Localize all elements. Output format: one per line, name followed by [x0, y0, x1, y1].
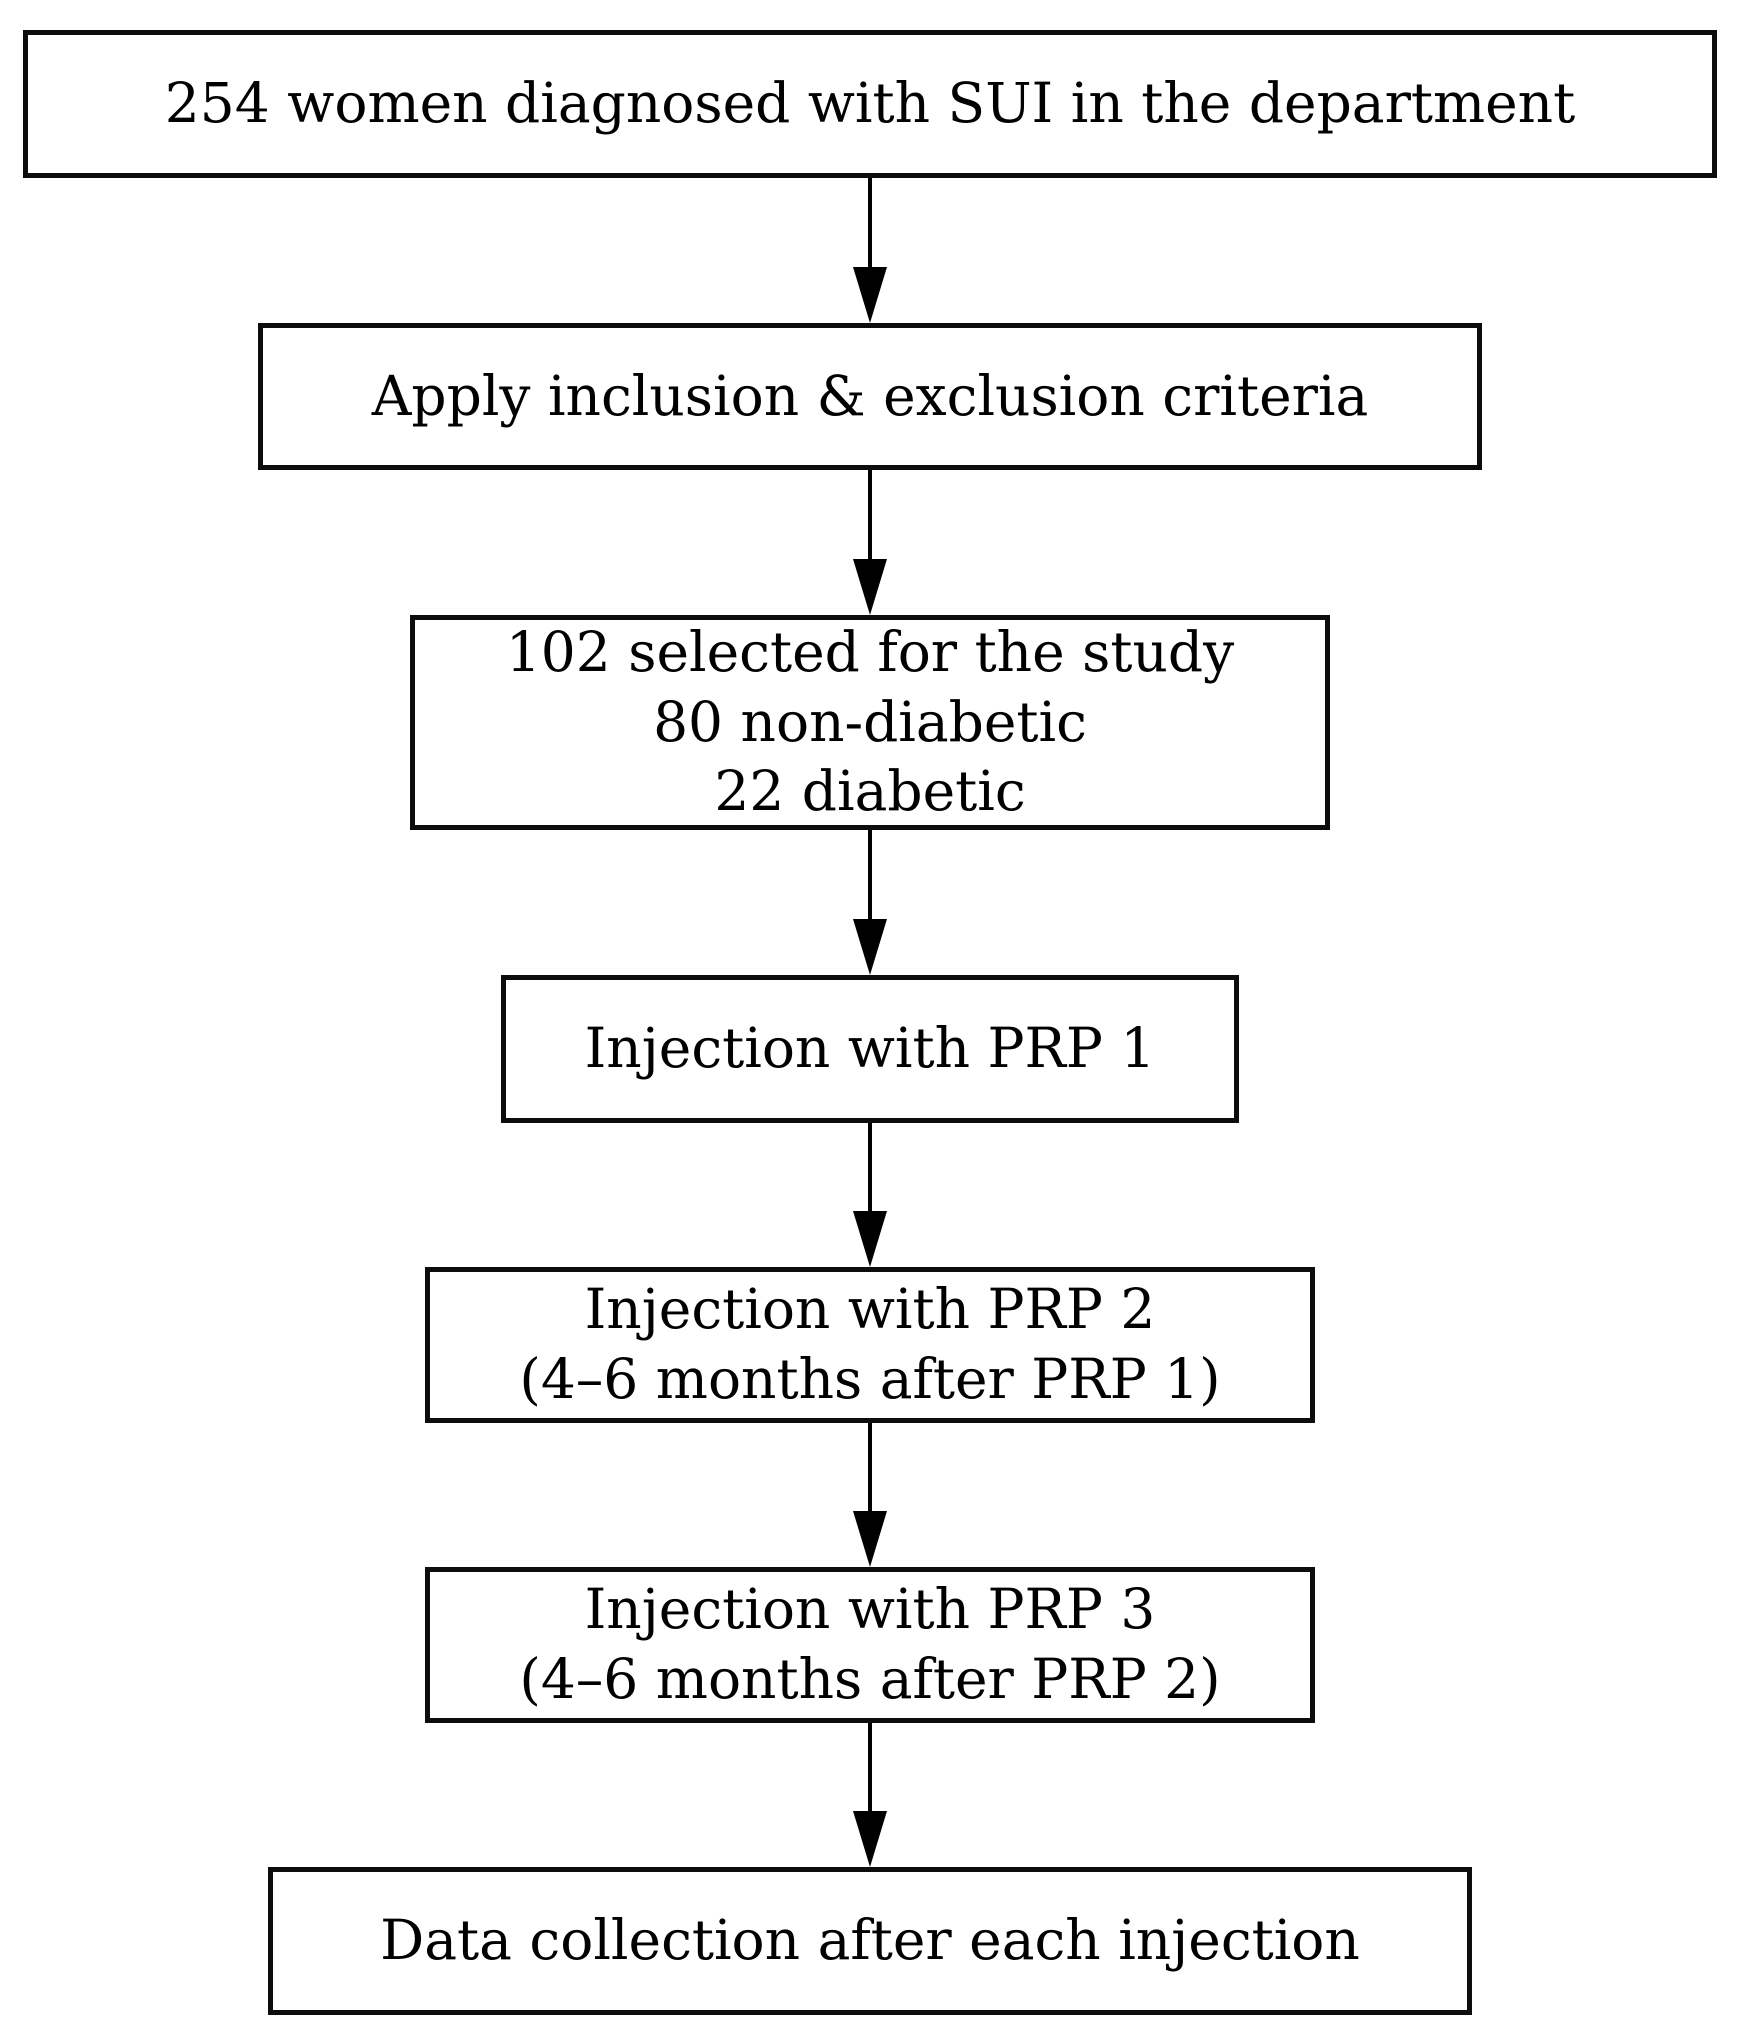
flow-step-population: 254 women diagnosed with SUI in the depa… [23, 30, 1717, 178]
arrow-stem [868, 1123, 872, 1211]
flow-step-data-collection: Data collection after each injection [268, 1867, 1472, 2015]
arrowhead-icon [853, 267, 887, 323]
arrow-stem [868, 1723, 872, 1811]
down-arrow-5 [853, 1423, 887, 1567]
flow-step-text: (4–6 months after PRP 1) [519, 1347, 1221, 1411]
arrow-stem [868, 178, 872, 267]
arrowhead-icon [853, 559, 887, 615]
down-arrow-3 [853, 830, 887, 975]
flow-step-text: 102 selected for the study [505, 619, 1235, 684]
flow-step-text: 254 women diagnosed with SUI in the depa… [164, 71, 1576, 136]
flow-step-text: Data collection after each injection [380, 1908, 1360, 1973]
flow-step-prp3: Injection with PRP 3 (4–6 months after P… [425, 1567, 1315, 1723]
flow-step-text: Apply inclusion & exclusion criteria [371, 363, 1369, 428]
flow-step-criteria: Apply inclusion & exclusion criteria [258, 323, 1482, 470]
arrow-stem [868, 830, 872, 919]
arrow-stem [868, 470, 872, 559]
arrowhead-icon [853, 919, 887, 975]
flow-step-prp1: Injection with PRP 1 [501, 975, 1239, 1123]
flow-step-selection: 102 selected for the study 80 non-diabet… [410, 615, 1330, 830]
flow-step-text: Injection with PRP 1 [584, 1016, 1156, 1081]
arrow-stem [868, 1423, 872, 1511]
flow-step-text: (4–6 months after PRP 2) [519, 1647, 1221, 1711]
flow-step-text: Injection with PRP 2 [584, 1277, 1156, 1342]
flow-step-text: Injection with PRP 3 [584, 1577, 1156, 1642]
arrowhead-icon [853, 1511, 887, 1567]
arrowhead-icon [853, 1211, 887, 1267]
down-arrow-2 [853, 470, 887, 615]
down-arrow-4 [853, 1123, 887, 1267]
down-arrow-1 [853, 178, 887, 323]
flow-step-text: 80 non-diabetic [653, 689, 1087, 754]
down-arrow-6 [853, 1723, 887, 1867]
arrowhead-icon [853, 1811, 887, 1867]
flow-step-prp2: Injection with PRP 2 (4–6 months after P… [425, 1267, 1315, 1423]
flow-step-text: 22 diabetic [714, 759, 1026, 824]
